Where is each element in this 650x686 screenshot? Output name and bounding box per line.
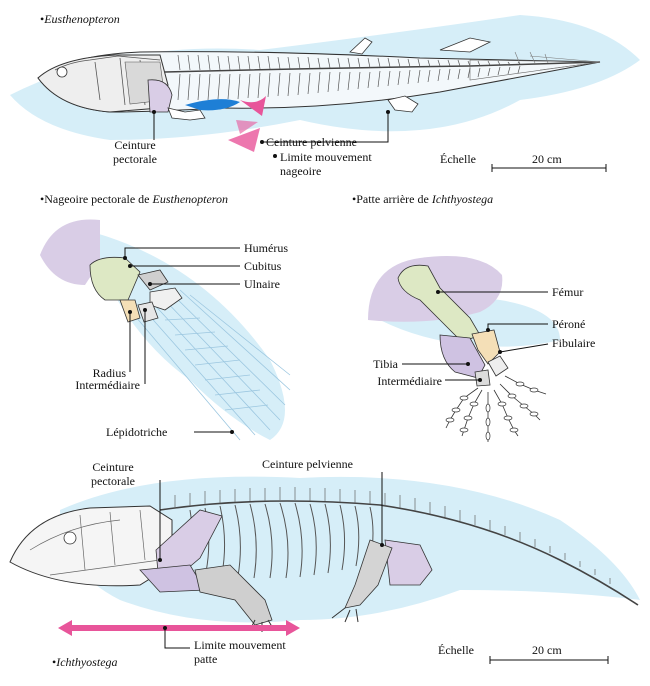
intermediaire-fin-label: Intermédiaire	[75, 378, 140, 392]
ichthyostega-panel	[9, 472, 640, 664]
scale-bar-1	[491, 164, 607, 172]
perone-bone	[471, 329, 501, 365]
limit-fin-label: Limite mouvement nageoire	[280, 150, 372, 178]
pelvic-fin	[387, 95, 419, 113]
pectoral-fin	[167, 107, 206, 121]
humerus-label: Humérus	[244, 241, 288, 255]
ichthyostega-pectoral-label: Ceinture pectorale	[91, 460, 135, 488]
eye	[56, 66, 68, 78]
fin-panel	[40, 219, 291, 441]
fin-panel-title: •Nageoire pectorale de Eusthenopteron	[40, 192, 229, 206]
ichthyostega-eye	[63, 531, 77, 545]
ichthyostega-pelvic-girdle	[384, 539, 433, 586]
cubitus-label: Cubitus	[244, 259, 282, 273]
scale-value-1: 20 cm	[532, 152, 562, 166]
femur-label: Fémur	[552, 285, 584, 299]
ichthyostega-forelimb	[194, 564, 273, 626]
scale-bar-2	[489, 656, 609, 664]
tibia-bone	[439, 334, 486, 379]
radius-label: Radius	[92, 366, 126, 380]
humerus-bone	[89, 256, 141, 301]
foot-digits	[445, 375, 547, 442]
leg-panel-title: •Patte arrière de Ichthyostega	[352, 192, 494, 206]
scale-label-1: Échelle	[440, 152, 476, 166]
intermediaire-leg-label: Intermédiaire	[377, 374, 442, 388]
intermediaire-bone	[137, 301, 159, 323]
ichthyostega-pelvic-label: Ceinture pelvienne	[262, 457, 353, 471]
scale-value-2: 20 cm	[532, 643, 562, 657]
fibulaire-label: Fibulaire	[552, 336, 596, 350]
leg-movement-arrow	[58, 620, 300, 636]
fin-movement-blue	[185, 99, 240, 111]
ulnaire-label: Ulnaire	[244, 277, 280, 291]
fin-movement-arrow-upper	[240, 96, 266, 116]
dorsal-fin-1	[349, 37, 373, 55]
ichthyostega-title: •Ichthyostega	[52, 655, 118, 669]
dorsal-fin-2	[439, 37, 492, 53]
eusthenopteron-title: •Eusthenopteron	[40, 12, 120, 26]
lepidotriche-label: Lépidotriche	[106, 425, 168, 439]
tibia-label: Tibia	[373, 357, 398, 371]
eusthenopteron-pectoral-label: Ceinture pectorale	[113, 138, 157, 166]
eusthenopteron-pelvic-label: Ceinture pelvienne	[266, 135, 357, 149]
ichthyostega-hindlimb	[344, 539, 393, 609]
fin-shoulder	[40, 219, 100, 285]
eusthenopteron-panel	[10, 15, 640, 172]
leg-panel	[368, 256, 560, 442]
cubitus-bone	[137, 269, 169, 291]
vertebral-column	[164, 61, 601, 73]
limit-leg-label: Limite mouvement patte	[194, 638, 286, 666]
perone-label: Péroné	[552, 317, 586, 331]
fin-movement-arrow-lower	[228, 128, 260, 152]
tail-fin	[469, 59, 601, 81]
lepidotrichia	[129, 289, 291, 441]
ichthyostega-spine	[159, 500, 639, 606]
scale-label-2: Échelle	[438, 643, 474, 657]
